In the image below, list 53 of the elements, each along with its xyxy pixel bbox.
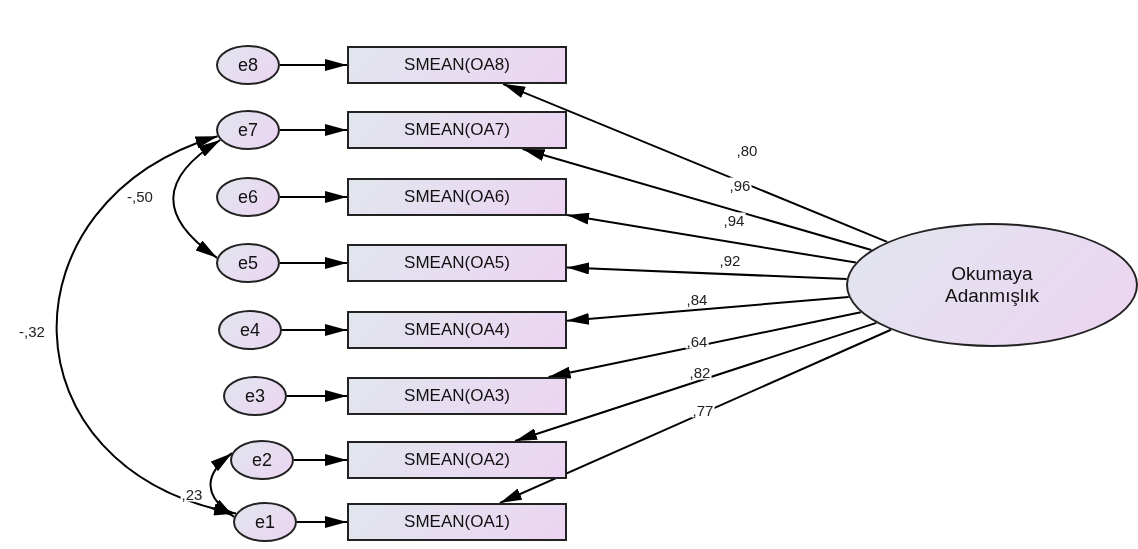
arrow: [521, 148, 873, 252]
node-label: e4: [240, 319, 260, 341]
node-label: e5: [238, 252, 258, 274]
arrow: [502, 83, 889, 243]
edge-label: ,96: [728, 177, 752, 193]
node-label: e8: [238, 54, 258, 76]
observed-variable-box: [347, 311, 567, 349]
error-ellipse: [218, 310, 282, 350]
node-label: SMEAN(OA6): [404, 187, 510, 207]
covariance-arrow: [209, 452, 236, 518]
node-label: e3: [245, 385, 265, 407]
arrow: [279, 257, 348, 269]
arrow: [286, 390, 348, 402]
observed-variable-box: [347, 178, 567, 216]
node-label: SMEAN(OA2): [404, 450, 510, 470]
error-ellipse: [233, 502, 297, 542]
error-ellipse: [216, 45, 280, 85]
covariance-arrow: [172, 139, 222, 259]
node-label: SMEAN(OA7): [404, 120, 510, 140]
node-label: SMEAN(OA8): [404, 55, 510, 75]
arrow: [498, 328, 892, 504]
arrow: [293, 454, 348, 466]
arrow: [566, 212, 857, 264]
error-ellipse: [216, 110, 280, 150]
node-label: SMEAN(OA3): [404, 386, 510, 406]
arrow: [514, 321, 878, 442]
node-label: Okumaya Adanmışlık: [944, 263, 1040, 307]
node-label: SMEAN(OA1): [404, 512, 510, 532]
observed-variable-box: [347, 244, 567, 282]
observed-variable-box: [347, 503, 567, 541]
node-label: e1: [255, 511, 275, 533]
arrow: [279, 124, 348, 136]
observed-variable-box: [347, 46, 567, 84]
arrow: [281, 324, 348, 336]
arrow: [296, 516, 348, 528]
observed-variable-box: [347, 111, 567, 149]
arrow: [566, 262, 848, 280]
node-label: SMEAN(OA5): [404, 253, 510, 273]
arrow: [547, 311, 862, 379]
observed-variable-box: [347, 441, 567, 479]
node-label: e6: [238, 186, 258, 208]
error-ellipse: [216, 177, 280, 217]
covariance-arrow: [55, 135, 237, 515]
error-ellipse: [216, 243, 280, 283]
node-label: e7: [238, 119, 258, 141]
node-label: SMEAN(OA4): [404, 320, 510, 340]
node-label: e2: [252, 449, 272, 471]
observed-variable-box: [347, 377, 567, 415]
arrow: [279, 191, 348, 203]
arrow: [279, 59, 348, 71]
error-ellipse: [230, 440, 294, 480]
edge-label: ,94: [722, 212, 746, 228]
error-ellipse: [223, 376, 287, 416]
